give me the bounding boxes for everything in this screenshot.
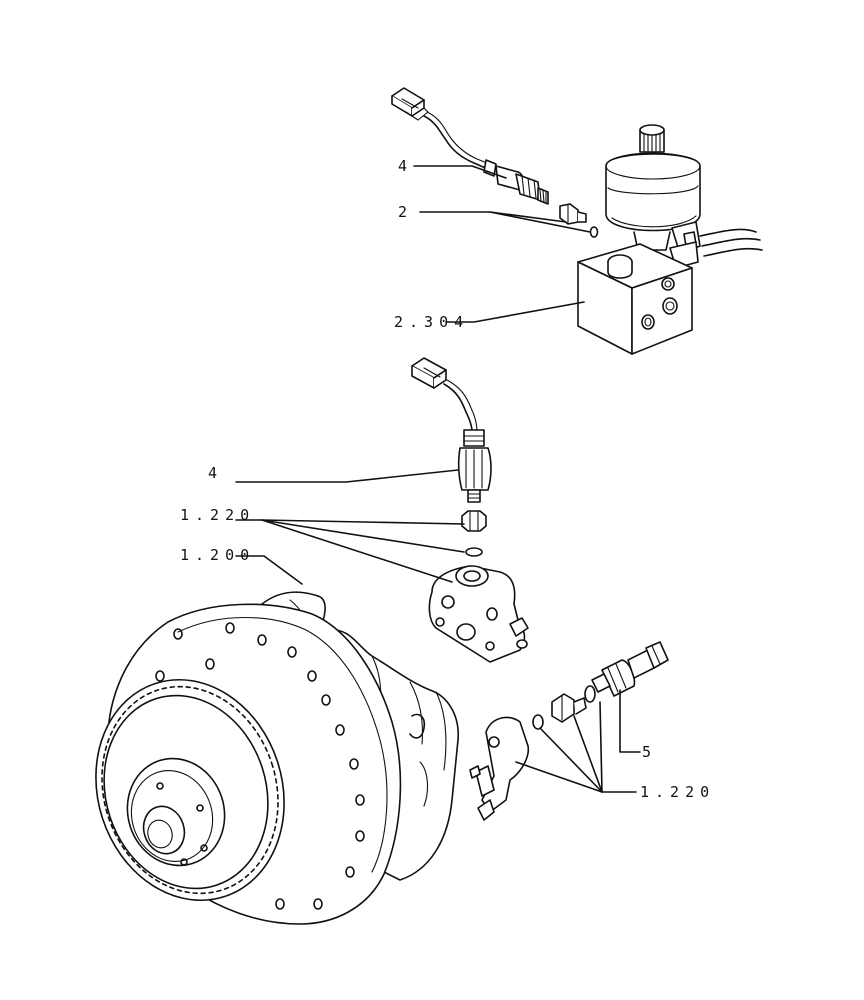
callout-mid-sensor: 4 [208,464,223,482]
travel-motor [95,591,459,925]
right-pressure-sensor [591,641,669,697]
valve-accumulator [605,124,701,232]
top-fitting-adapter [559,203,599,238]
motor-hub [126,757,226,867]
mid-pressure-sensor [457,429,492,503]
valve-block [577,243,693,355]
mid-fitting-washer [465,547,483,557]
top-pressure-sensor [483,159,549,205]
top-sensor-assembly [391,87,599,238]
right-fitting-nut [551,693,587,723]
mid-sensor-connector [411,357,447,389]
mid-sensor-cable [443,383,473,433]
mid-sensor-assembly [411,357,529,663]
mid-adapter-block [428,565,529,663]
callout-labels: 4 2 2.304 4 1.220 1.200 5 1.220 [180,157,715,801]
callout-top-sensor: 4 [398,157,413,175]
top-sensor-connector [391,87,429,121]
callout-right-sensor: 5 [642,743,657,761]
callout-valve-block: 2.304 [394,313,469,331]
valve-block-assembly [577,124,763,355]
callout-bottom-fittings: 1.220 [640,783,715,801]
leader-lines [235,165,641,793]
callout-mid-fittings: 1.220 [180,506,255,524]
right-sensor-assembly [469,641,669,821]
callout-top-fitting: 2 [398,203,413,221]
top-sensor-cable [423,115,491,171]
motor-flange-bolts [155,622,365,910]
callout-motor: 1.200 [180,546,255,564]
right-mounting-bracket [469,716,530,821]
right-fitting-washer-2 [532,714,544,730]
mid-fitting-nut [461,510,487,532]
right-fitting-washer-1 [584,685,596,703]
